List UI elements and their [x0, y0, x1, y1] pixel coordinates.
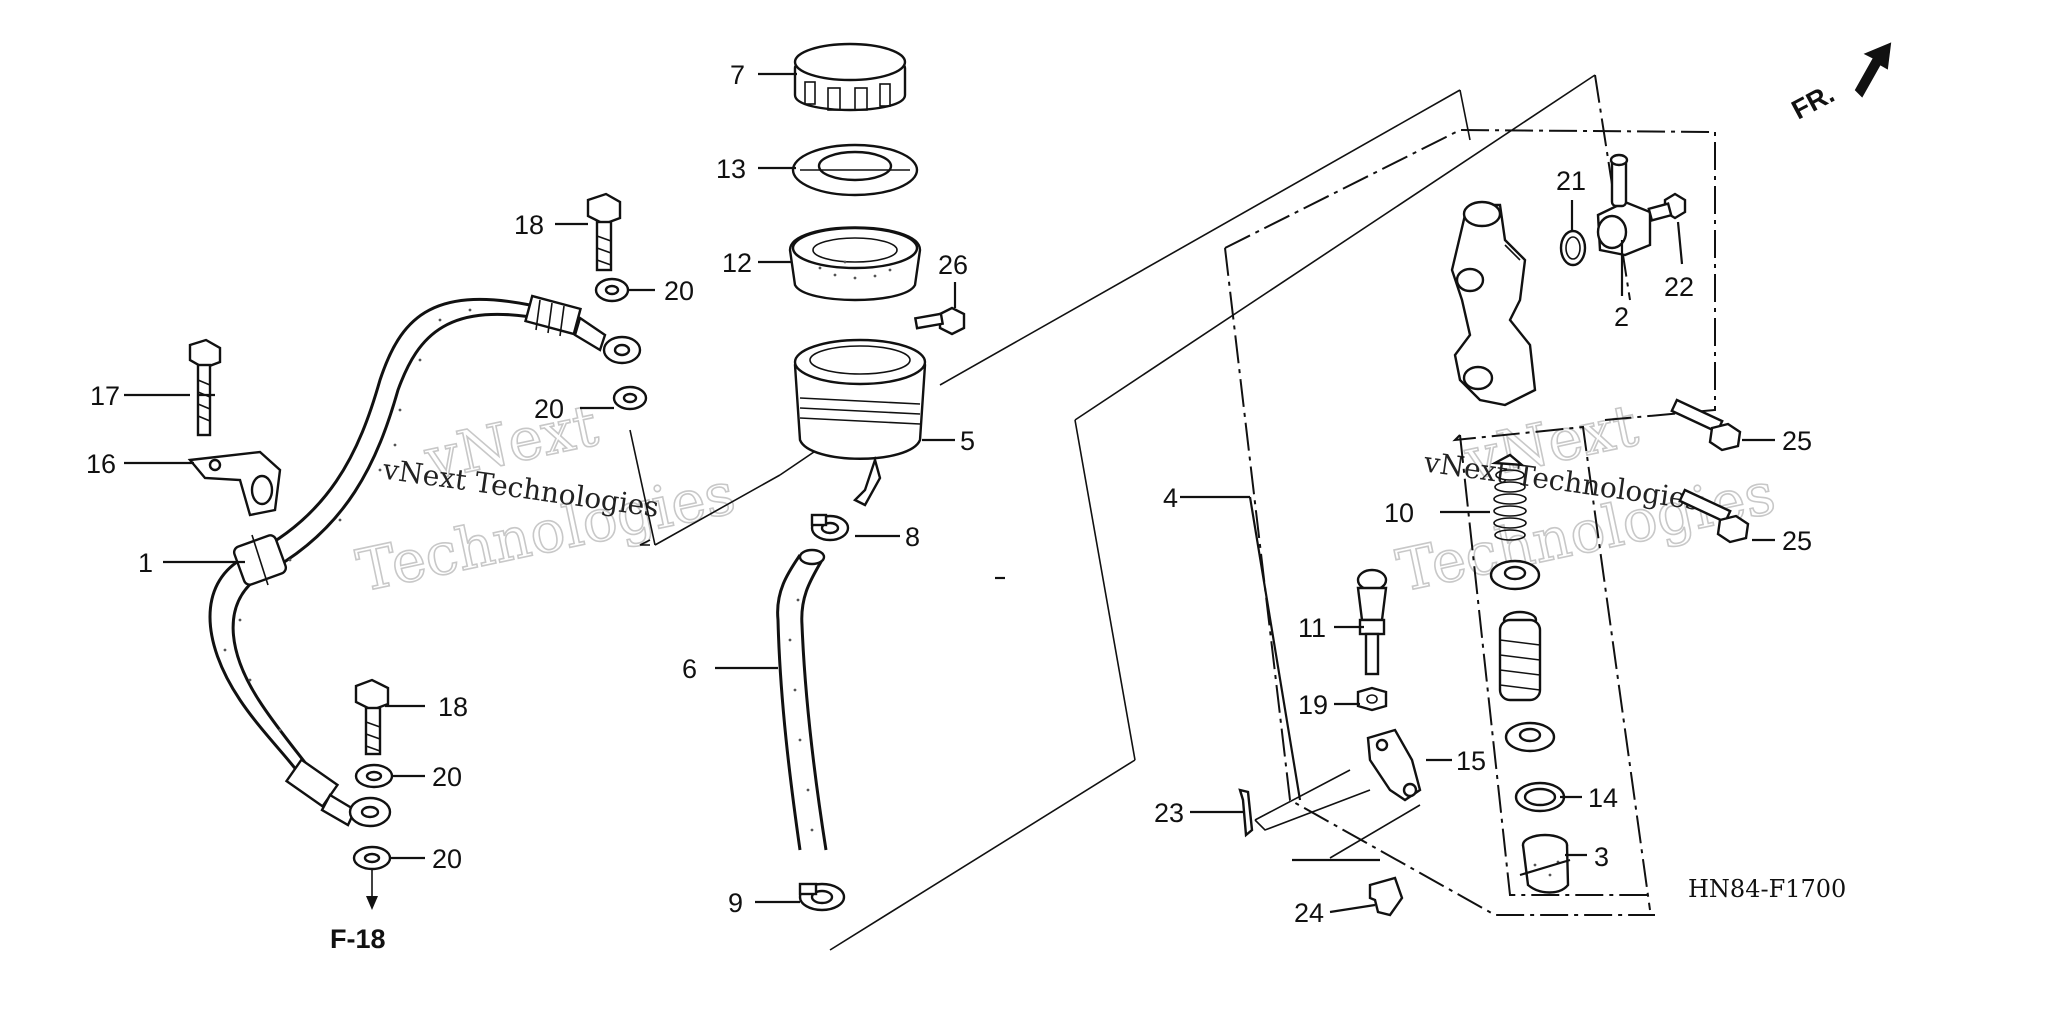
reference-arrow-icon: [366, 896, 378, 910]
washer-20-upper-b: [612, 385, 648, 411]
callout-leaders: [124, 72, 1775, 914]
push-rod: [1356, 568, 1388, 676]
callout-4: 4: [1163, 483, 1178, 513]
hose-clip-lower: [798, 882, 846, 912]
lock-nut-19: [1356, 686, 1388, 712]
callout-14: 14: [1588, 783, 1618, 813]
callout-20-b: 20: [534, 394, 564, 424]
callout-20-d: 20: [432, 844, 462, 874]
callout-20-c: 20: [432, 762, 462, 792]
fluid-reservoir: [793, 338, 927, 507]
screw-26: [913, 306, 966, 336]
callout-16: 16: [86, 449, 116, 479]
callout-1: 1: [138, 548, 153, 578]
hose-clip-upper: [810, 513, 850, 542]
secondary-cup: [1504, 721, 1556, 753]
washer-20-lower-b: [352, 845, 392, 871]
callout-11: 11: [1298, 613, 1326, 643]
piston: [1498, 610, 1542, 702]
bolt-25-upper: [1670, 398, 1742, 452]
callout-2: 2: [1614, 302, 1629, 332]
front-direction-marker: FR.: [1787, 42, 1892, 125]
callout-26: 26: [938, 250, 968, 280]
svg-text:FR.: FR.: [1787, 78, 1839, 125]
piston-cup: [1489, 559, 1541, 591]
master-cylinder-body: [1450, 200, 1537, 407]
diaphragm-plate: [791, 143, 919, 197]
callout-6: 6: [682, 654, 697, 684]
callout-18-lower: 18: [438, 692, 468, 722]
banjo-bolt-upper: [586, 192, 622, 272]
callout-9: 9: [728, 888, 743, 918]
o-ring-21: [1559, 229, 1587, 267]
hose-joint-2: [1596, 153, 1652, 257]
callout-7: 7: [730, 60, 745, 90]
push-rod-spring: [1490, 453, 1527, 541]
callout-12: 12: [722, 248, 752, 278]
callout-21: 21: [1556, 166, 1586, 196]
callout-8: 8: [905, 522, 920, 552]
reservoir-hose: [776, 548, 828, 851]
bolt-25-lower: [1678, 488, 1750, 544]
banjo-bolt-lower: [354, 678, 390, 756]
washer-20-upper-a: [594, 277, 630, 303]
callout-labels: 1 2 3 4 5 6 7 8 9 10 11 12 13 14 15 16 1…: [86, 60, 1812, 928]
callout-5: 5: [960, 426, 975, 456]
callout-17: 17: [90, 381, 120, 411]
clevis-joint: [1366, 728, 1422, 802]
diaphragm: [788, 226, 922, 302]
front-arrow-icon: [1854, 42, 1892, 98]
callout-15: 15: [1456, 746, 1486, 776]
hose-clamp-bracket: [187, 450, 282, 517]
callout-20-a: 20: [664, 276, 694, 306]
callout-3: 3: [1594, 842, 1609, 872]
cotter-pin-23: [1238, 788, 1254, 838]
callout-13: 13: [716, 154, 746, 184]
circlip-14: [1514, 781, 1566, 813]
callout-22: 22: [1664, 272, 1694, 302]
diagram-code: HN84-F1700: [1688, 875, 1846, 903]
callout-25-lower: 25: [1782, 526, 1812, 556]
screw-22: [1647, 192, 1687, 222]
callout-10: 10: [1384, 498, 1414, 528]
callout-24: 24: [1294, 898, 1324, 928]
reference-label: F-18: [330, 924, 386, 954]
bolt-17: [188, 338, 222, 437]
callout-18-upper: 18: [514, 210, 544, 240]
callout-23: 23: [1154, 798, 1184, 828]
clevis-pin-24: [1368, 876, 1404, 917]
callout-25-upper: 25: [1782, 426, 1812, 456]
washer-20-lower-a: [354, 763, 394, 789]
brake-hose: [208, 294, 642, 828]
callout-19: 19: [1298, 690, 1328, 720]
reservoir-cap: [793, 42, 907, 112]
boot-3: [1521, 833, 1570, 894]
